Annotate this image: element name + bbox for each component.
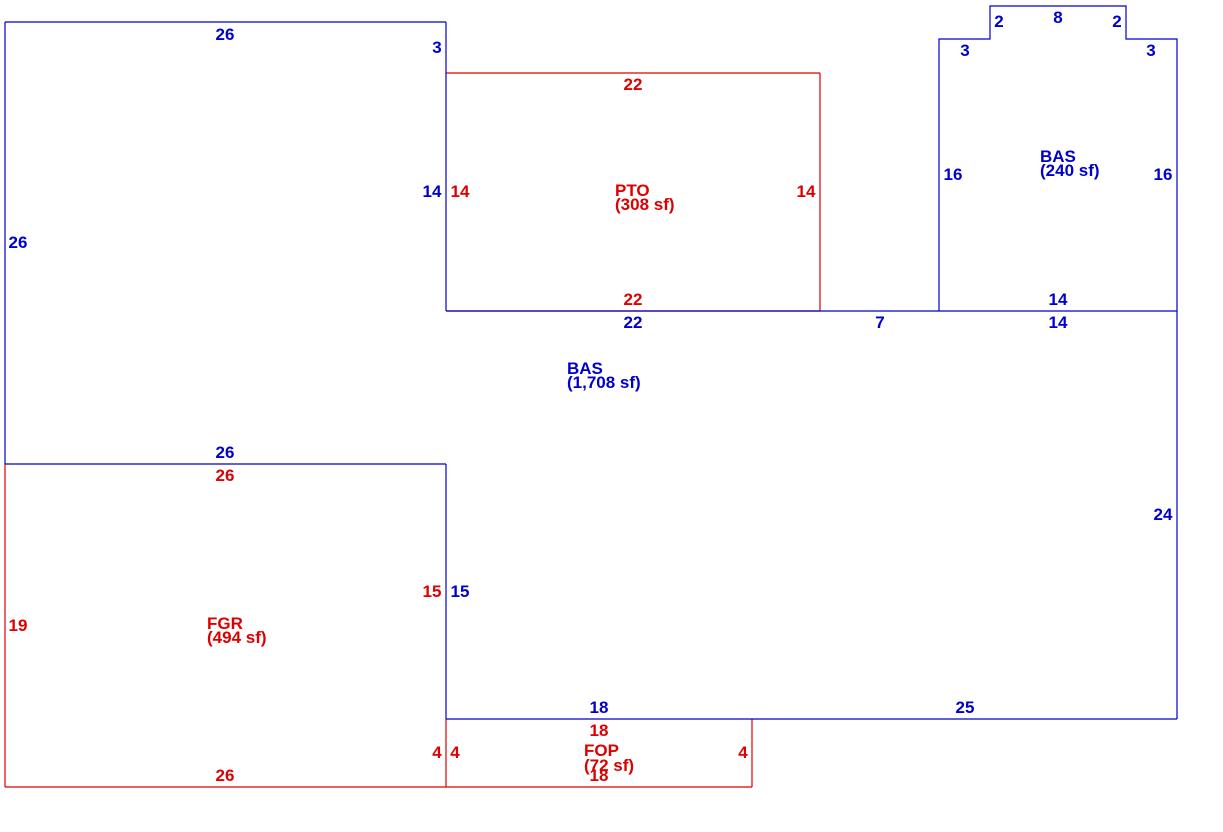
dim-pto-bottom: 22 xyxy=(624,290,643,309)
dim-bas-bottom-pto: 22 xyxy=(624,313,643,332)
dim-add-top: 8 xyxy=(1053,8,1062,27)
bas-addition-perimeter xyxy=(938,5,1178,311)
dim-add-left-top: 3 xyxy=(960,41,969,60)
dimension-labels: 26 3 26 14 22 7 14 24 25 18 15 26 22 14 … xyxy=(9,8,1173,785)
dim-add-right: 16 xyxy=(1154,165,1173,184)
pto-code: PTO xyxy=(615,181,650,200)
dim-fgr-right-low: 4 xyxy=(432,743,442,762)
fop-code: FOP xyxy=(584,741,619,760)
fgr-code: FGR xyxy=(207,614,243,633)
fop-size: (72 sf) xyxy=(584,756,634,775)
dim-fgr-right: 15 xyxy=(423,582,442,601)
fgr-outline xyxy=(4,464,447,788)
dim-pto-left: 14 xyxy=(451,182,470,201)
dim-bas-addition-bottom: 14 xyxy=(1049,313,1068,332)
dim-fop-right: 4 xyxy=(738,743,748,762)
dim-bas-top-right: 3 xyxy=(432,38,441,57)
dim-bas-fgr-top: 26 xyxy=(216,443,235,462)
bas-main-code: BAS xyxy=(567,359,603,378)
bas-addition-outline xyxy=(938,5,1178,311)
outline-lines xyxy=(4,5,1178,788)
dim-fgr-top: 26 xyxy=(216,466,235,485)
dim-bas-fgr-right: 15 xyxy=(451,582,470,601)
bas-main-outline xyxy=(4,21,1178,720)
dim-fgr-left: 19 xyxy=(9,616,28,635)
dim-pto-right: 14 xyxy=(797,182,816,201)
dim-pto-top: 22 xyxy=(624,75,643,94)
dim-bas-right: 24 xyxy=(1154,505,1173,524)
bas-main-size: (1,708 sf) xyxy=(567,373,641,392)
dim-bas-bottom-fop: 18 xyxy=(590,698,609,717)
dim-fgr-bottom: 26 xyxy=(216,766,235,785)
dim-fop-top: 18 xyxy=(590,721,609,740)
pto-size: (308 sf) xyxy=(615,195,675,214)
dim-fop-bottom: 18 xyxy=(590,766,609,785)
dim-add-bottom: 14 xyxy=(1049,290,1068,309)
dim-bas-bottom-right: 25 xyxy=(956,698,975,717)
dim-bas-gap: 7 xyxy=(875,313,884,332)
bas-addition-code: BAS xyxy=(1040,147,1076,166)
dim-add-right-top: 3 xyxy=(1146,41,1155,60)
dim-fop-left: 4 xyxy=(450,743,460,762)
dim-add-step-right: 2 xyxy=(1112,12,1121,31)
dim-bas-pto-right: 14 xyxy=(423,182,442,201)
fop-outline xyxy=(446,719,753,788)
fgr-size: (494 sf) xyxy=(207,628,267,647)
area-labels: BAS (1,708 sf) BAS (240 sf) PTO (308 sf)… xyxy=(207,147,1100,775)
dim-add-left: 16 xyxy=(944,165,963,184)
bas-addition-size: (240 sf) xyxy=(1040,161,1100,180)
dim-add-step-left: 2 xyxy=(994,12,1003,31)
dim-bas-left: 26 xyxy=(9,233,28,252)
dim-bas-top: 26 xyxy=(216,25,235,44)
